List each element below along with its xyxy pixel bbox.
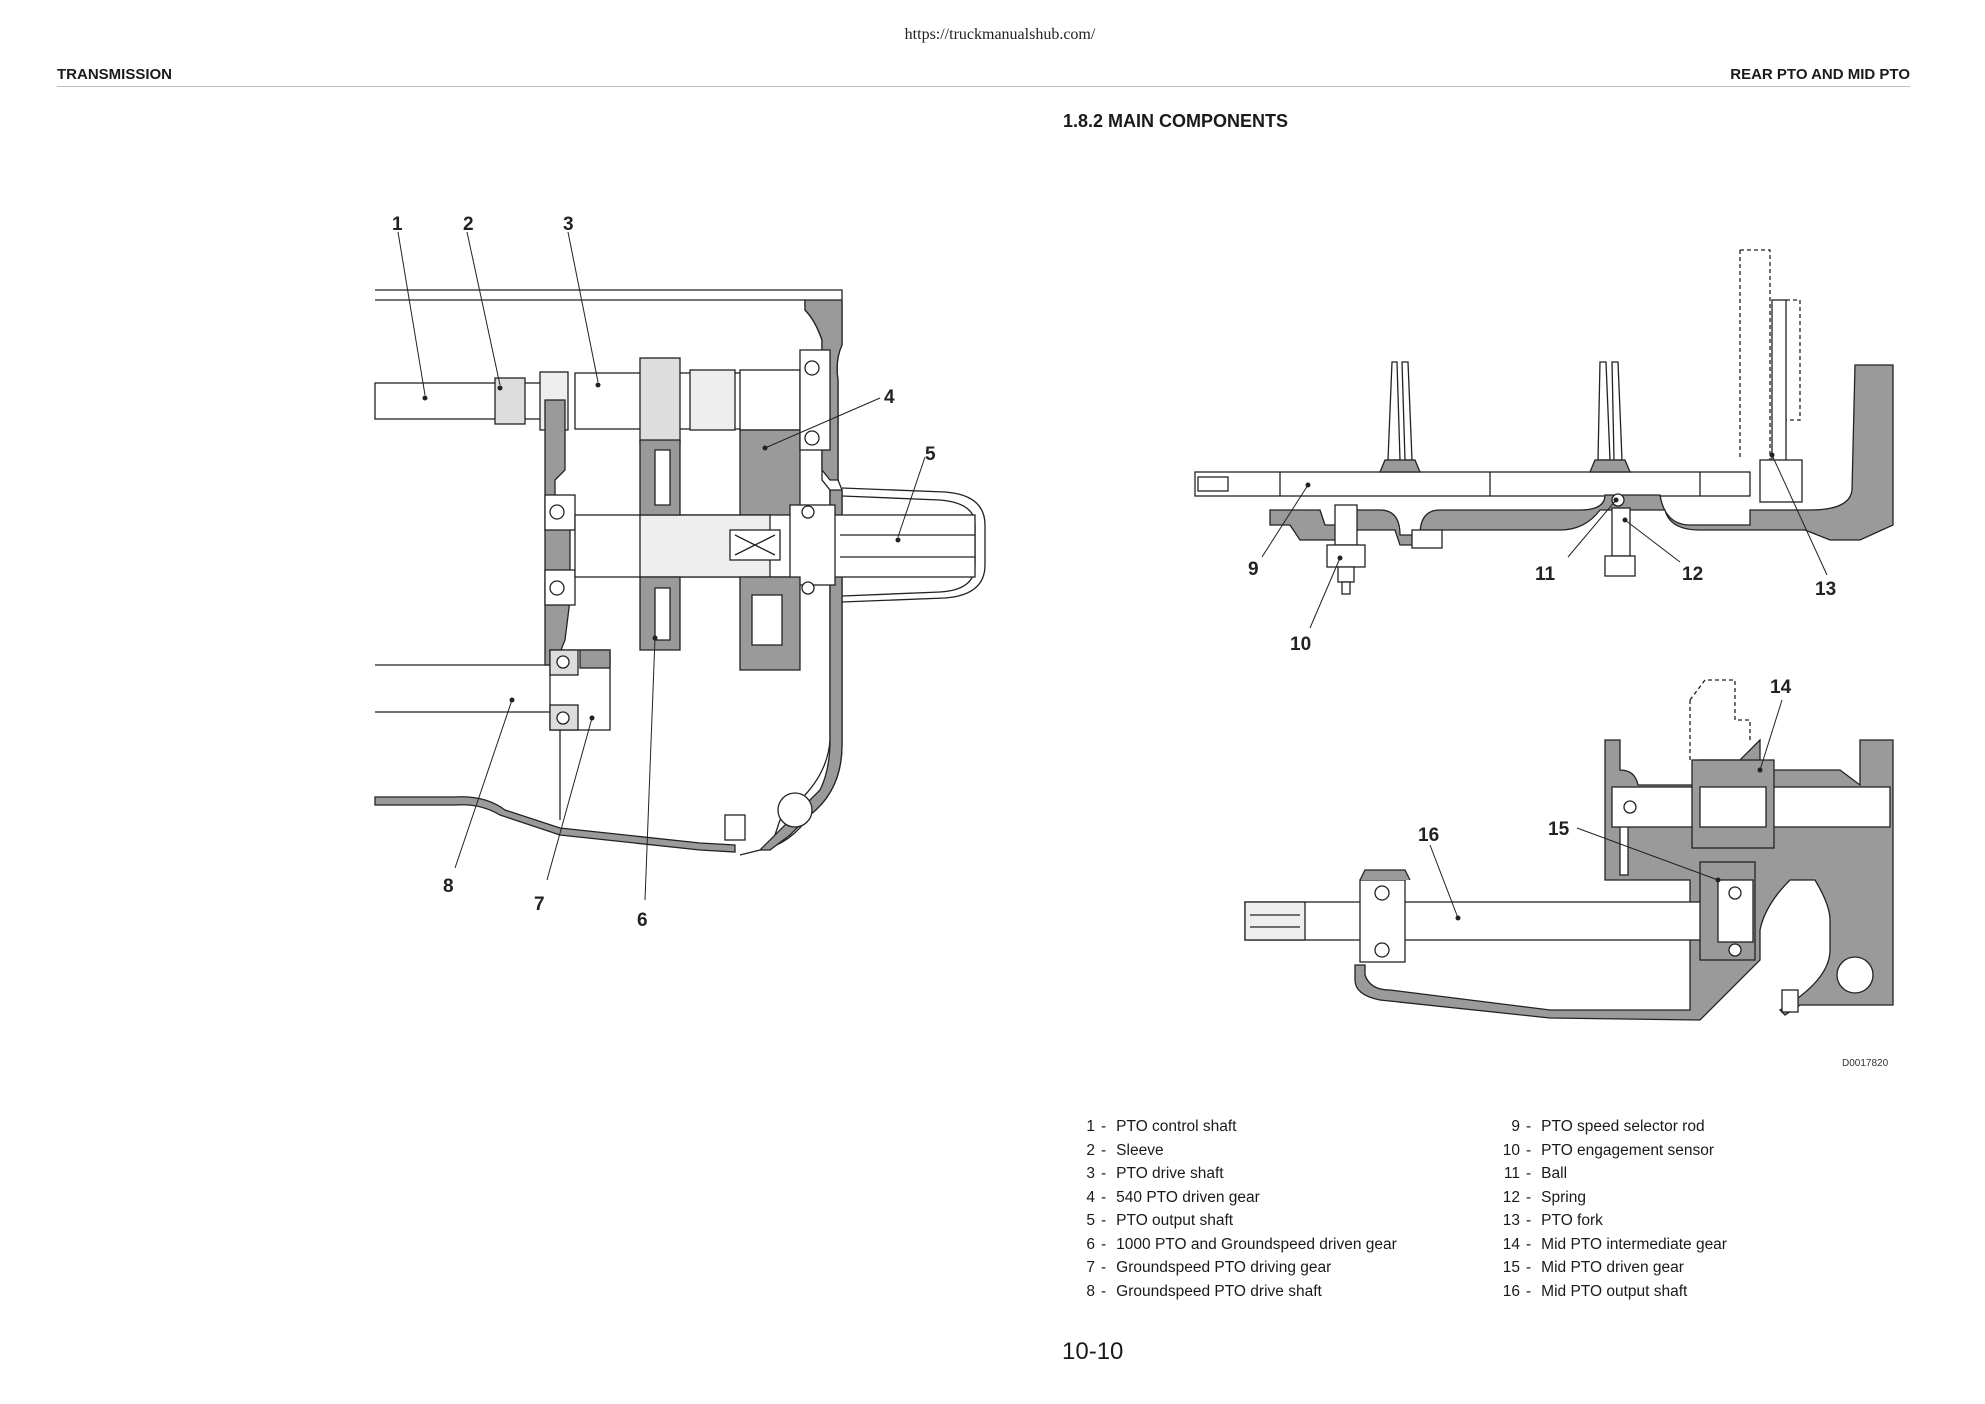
- legend-item: 3-PTO drive shaft: [1086, 1165, 1224, 1182]
- pto-control-shaft: [374, 382, 556, 420]
- callout-15: 15: [1548, 819, 1570, 840]
- legend-item: 16-Mid PTO output shaft: [1502, 1282, 1688, 1300]
- figure-id: D0017820: [1842, 1058, 1889, 1069]
- header-divider: [57, 86, 1910, 87]
- legend-item: 7-Groundspeed PTO driving gear: [1086, 1259, 1332, 1276]
- rear-pto-drawing: [374, 289, 986, 856]
- legend-item: 14-Mid PTO intermediate gear: [1502, 1235, 1727, 1253]
- header-section: REAR PTO AND MID PTO: [1730, 66, 1910, 83]
- callout-4: 4: [884, 387, 895, 408]
- pto-speed-selector-rod: [1194, 471, 1751, 497]
- callout-2: 2: [463, 214, 474, 235]
- callout-3: 3: [563, 214, 574, 235]
- legend-left: 1-PTO control shaft 2-Sleeve 3-PTO drive…: [1065, 1115, 1397, 1303]
- bolt-hole: [777, 792, 813, 828]
- legend-item: 9-PTO speed selector rod: [1511, 1118, 1705, 1135]
- callout-11: 11: [1535, 564, 1556, 585]
- legend-item: 11-Ball: [1503, 1165, 1568, 1182]
- selector-leader-dots: [1305, 452, 1775, 561]
- selector-rod-drawing: [1194, 249, 1894, 595]
- page-number: 10-10: [1062, 1338, 1124, 1365]
- callout-16: 16: [1418, 825, 1439, 846]
- mid-pto-drawing: [1244, 679, 1894, 1021]
- pto-engagement-sensor: [1334, 504, 1358, 546]
- output-cover: [841, 487, 986, 603]
- callout-10: 10: [1290, 634, 1311, 655]
- mid-pto-housing: [1354, 738, 1894, 1021]
- mid-pto-leader-lines: [1429, 699, 1783, 919]
- pto-fork: [1771, 299, 1787, 466]
- mid-pto-output-shaft: [1244, 901, 1706, 941]
- callout-numbers: 1 2 3 4 5 6 7 8 9 10 11 12 13 14 15 16: [392, 214, 1836, 931]
- callout-7: 7: [534, 894, 545, 915]
- callout-6: 6: [637, 910, 648, 931]
- spring: [1611, 507, 1631, 557]
- callout-8: 8: [443, 876, 454, 897]
- legend-item: 2-Sleeve: [1086, 1141, 1164, 1159]
- selector-leader-lines: [1261, 454, 1828, 629]
- legend-item: 4-540 PTO driven gear: [1086, 1188, 1260, 1206]
- legend-right: 9-PTO speed selector rod 10-PTO engageme…: [1490, 1115, 1727, 1303]
- legend-item: 6-1000 PTO and Groundspeed driven gear: [1086, 1235, 1397, 1253]
- mid-pto-leader-dots: [1455, 767, 1763, 921]
- legend-item: 15-Mid PTO driven gear: [1502, 1259, 1684, 1276]
- legend-item: 8-Groundspeed PTO drive shaft: [1086, 1282, 1322, 1300]
- callout-1: 1: [392, 214, 403, 235]
- legend-item: 12-Spring: [1502, 1188, 1586, 1206]
- rear-pto-leader-dots: [422, 382, 901, 721]
- legend-item: 13-PTO fork: [1502, 1212, 1603, 1229]
- callout-13: 13: [1815, 579, 1836, 600]
- callout-5: 5: [925, 444, 936, 465]
- callout-9: 9: [1248, 559, 1259, 580]
- callout-12: 12: [1682, 564, 1703, 585]
- legend-item: 1-PTO control shaft: [1086, 1118, 1237, 1135]
- callout-14: 14: [1770, 677, 1792, 698]
- legend-item: 10-PTO engagement sensor: [1502, 1141, 1715, 1159]
- housing-bottom-cover: [374, 796, 736, 853]
- header-chapter: TRANSMISSION: [57, 66, 173, 83]
- section-title: 1.8.2 MAIN COMPONENTS: [1063, 111, 1289, 131]
- rear-pto-leader-lines: [397, 231, 926, 901]
- source-url[interactable]: https://truckmanualshub.com/: [904, 26, 1096, 43]
- legend-item: 5-PTO output shaft: [1086, 1212, 1234, 1229]
